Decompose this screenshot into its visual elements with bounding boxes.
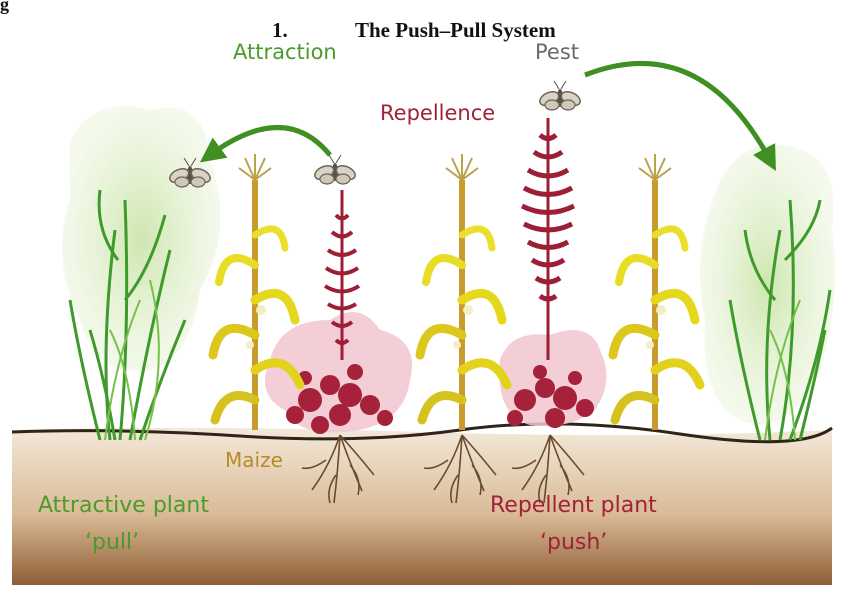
label-repellence: Repellence	[380, 101, 495, 125]
attractive-plant-right	[700, 144, 835, 440]
repellence-cone-right	[522, 118, 574, 360]
maize-plant-3	[613, 154, 700, 430]
pest-arrow	[585, 63, 770, 160]
attractive-plant-left	[62, 106, 220, 440]
figure-corner-label: g	[0, 0, 9, 15]
moth-icon	[313, 155, 358, 184]
label-push: ‘push’	[540, 530, 607, 555]
label-maize: Maize	[225, 448, 283, 472]
moth-icon	[538, 81, 583, 110]
label-attraction: Attraction	[233, 40, 337, 64]
label-pest: Pest	[535, 40, 579, 64]
label-repellent-plant: Repellent plant	[490, 493, 657, 518]
label-pull: ‘pull’	[85, 530, 139, 555]
attraction-arrow	[210, 128, 330, 156]
label-attractive-plant: Attractive plant	[38, 493, 209, 518]
figure-title: The Push–Pull System	[355, 18, 556, 43]
maize-plant-2	[420, 154, 507, 430]
